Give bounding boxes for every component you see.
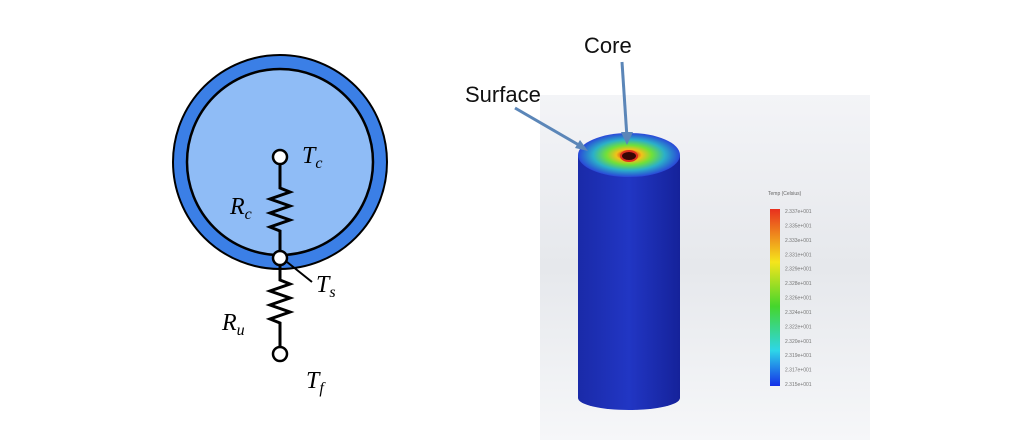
legend-tick-label: 2.328e+001 [785,281,812,287]
legend-tick-label: 2.315e+001 [785,382,812,388]
core-arrow [620,61,629,139]
legend-tick-label: 2.322e+001 [785,324,812,330]
legend-tick-label: 2.326e+001 [785,296,812,302]
resistor-ru [265,264,295,348]
legend-tick-label: 2.331e+001 [785,252,812,258]
core-hotspot [620,150,638,162]
temperature-legend: Temp (Celsius) 2.337e+001 2.335e+001 2.333… [768,191,812,388]
label-tf: Tf [306,368,326,397]
temperature-simulation: Core Surface Temp (Celsius) 2.337e+001 2.… [465,33,870,440]
ts-pointer [286,261,313,283]
legend-tick-label: 2.320e+001 [785,339,812,345]
node-tc [271,148,289,166]
thermal-resistance-circuit: Tc Rc Ts Ru Tf [172,54,388,397]
cylinder-body [578,155,680,410]
legend-tick-label: 2.329e+001 [785,267,812,273]
legend-tick-label: 2.319e+001 [785,353,812,359]
label-rc: Rc [229,194,252,223]
surface-arrowhead [575,140,588,151]
core-label: Core [584,33,632,58]
label-ts: Ts [316,272,336,301]
legend-title: Temp (Celsius) [768,191,802,197]
legend-tick-label: 2.324e+001 [785,310,812,316]
surface-arrow [514,106,585,150]
legend-tick-label: 2.337e+001 [785,209,812,215]
node-ts [271,249,289,267]
node-tf [271,345,289,363]
surface-label: Surface [465,82,541,107]
legend-colorbar [770,209,780,386]
core-arrowhead [621,132,633,145]
legend-tick-label: 2.335e+001 [785,223,812,229]
resistor-rc [265,163,295,252]
label-ru: Ru [221,310,245,339]
legend-tick-label: 2.333e+001 [785,238,812,244]
legend-tick-label: 2.317e+001 [785,368,812,374]
label-tc: Tc [302,143,322,172]
